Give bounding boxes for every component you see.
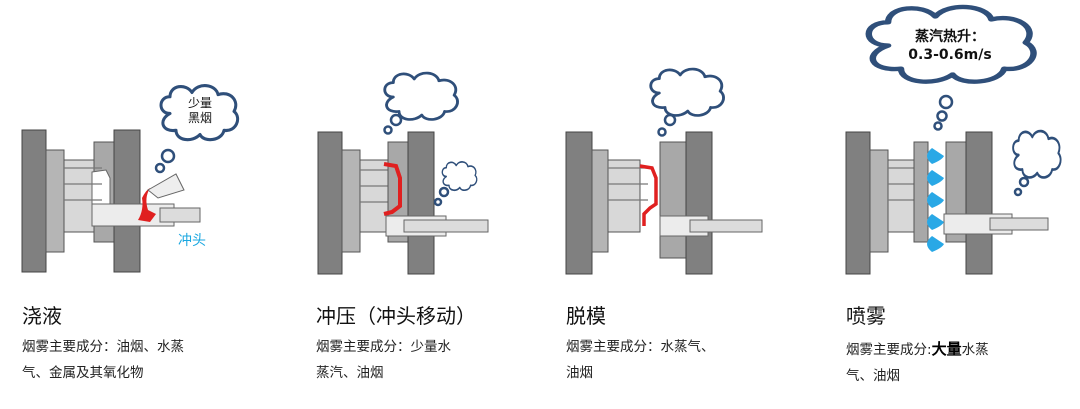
- ladle: [147, 173, 185, 199]
- cloud-label-step4: 蒸汽热升： 0.3-0.6m/s: [880, 28, 1020, 64]
- smoke-cloud-2b: [441, 161, 478, 192]
- moving-platen-4: [965, 131, 993, 275]
- desc-line: 气、金属及其氧化物: [22, 365, 144, 381]
- step-title: 浇液: [22, 304, 62, 328]
- step-title: 喷雾: [846, 304, 886, 328]
- moving-platen-2: [407, 131, 435, 275]
- step-title: 冲压（冲头移动）: [316, 304, 476, 328]
- casting-part: [639, 164, 658, 226]
- moving-platen: [113, 129, 141, 273]
- step-title: 脱模: [566, 304, 606, 328]
- punch-rod-2: [403, 219, 489, 233]
- punch-label: 冲头: [178, 233, 206, 249]
- punch-rod-4: [989, 217, 1049, 231]
- ejector-box: [45, 149, 65, 253]
- desc-line: 蒸汽、油烟: [316, 365, 384, 381]
- cloud-label-step1: 少量 黑烟: [170, 96, 230, 126]
- desc-line: 烟雾主要成分:大量水蒸: [846, 336, 1046, 363]
- cloud-text-line: 蒸汽热升：: [915, 29, 985, 45]
- fixed-platen: [21, 129, 47, 273]
- desc-line: 烟雾主要成分：水蒸气、: [566, 339, 715, 355]
- fixed-platen-4: [845, 131, 871, 275]
- filled-cavity: [383, 162, 402, 216]
- panel-spraying: [845, 7, 1062, 275]
- cloud-text-line: 少量: [187, 96, 212, 110]
- desc-line: 烟雾主要成分：油烟、水蒸: [22, 339, 184, 355]
- step-description: 烟雾主要成分：水蒸气、 油烟: [566, 334, 766, 386]
- molten-metal: [138, 188, 156, 222]
- mold-half: [659, 141, 687, 259]
- desc-emphasis: 大量: [931, 340, 962, 358]
- step-description: 烟雾主要成分:大量水蒸 气、油烟: [846, 336, 1046, 389]
- panel-demolding: [565, 67, 763, 275]
- ejector-pins: [64, 167, 102, 201]
- ejector-plate: [63, 159, 95, 233]
- punch-rod: [159, 207, 201, 223]
- desc-suffix: 水蒸: [961, 342, 989, 358]
- desc-prefix: 烟雾主要成分:: [846, 342, 932, 358]
- smoke-cloud-3: [649, 67, 725, 117]
- desc-line: 气、油烟: [846, 368, 900, 384]
- desc-line: 油烟: [566, 365, 593, 381]
- moving-platen-3: [685, 131, 713, 275]
- cloud-text-line: 黑烟: [187, 111, 212, 125]
- cloud-text-line: 0.3-0.6m/s: [908, 47, 992, 63]
- smoke-cloud-4: [1011, 129, 1062, 179]
- smoke-cloud-2a: [383, 71, 459, 121]
- desc-line: 烟雾主要成分：少量水: [316, 339, 451, 355]
- panel-pouring: [21, 84, 240, 273]
- step-description: 烟雾主要成分：油烟、水蒸 气、金属及其氧化物: [22, 334, 222, 386]
- fixed-platen-3: [565, 131, 593, 275]
- punch-rod-3: [689, 219, 763, 233]
- spray-droplets: [927, 148, 944, 252]
- fixed-platen-2: [317, 131, 343, 275]
- step-description: 烟雾主要成分：少量水 蒸汽、油烟: [316, 334, 516, 386]
- panel-pressing: [317, 71, 489, 275]
